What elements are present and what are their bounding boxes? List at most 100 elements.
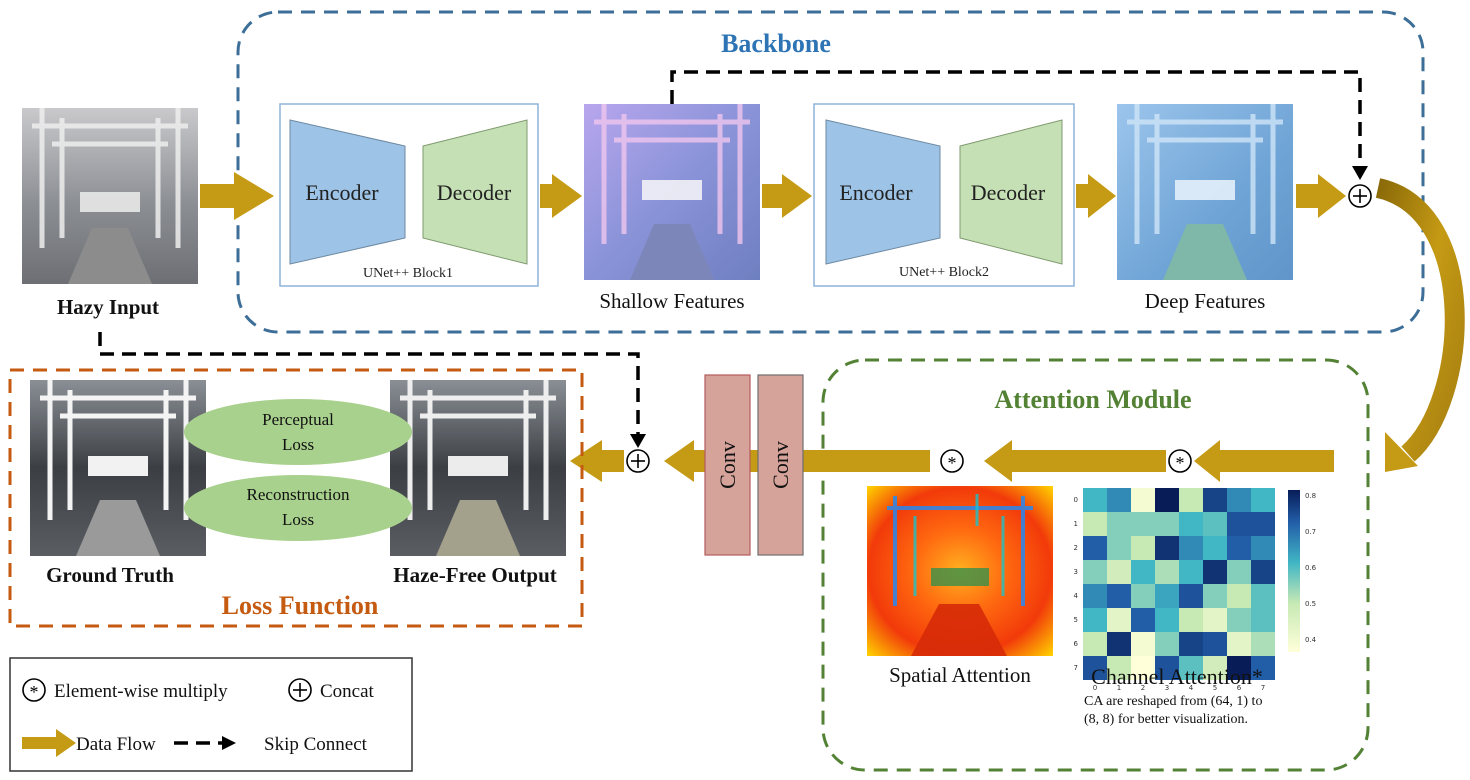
- channel-note-line1: CA are reshaped from (64, 1) to: [1084, 694, 1262, 709]
- legend-data-flow-arrow: [22, 729, 76, 757]
- heatmap-cell: [1227, 512, 1251, 536]
- block2-decoder: [959, 119, 1063, 265]
- hazy-input-image: [22, 108, 198, 284]
- perceptual-loss-line1: Perceptual: [262, 410, 334, 429]
- block1-encoder: [289, 119, 406, 265]
- multiply-symbol-2: *: [940, 449, 964, 473]
- skip-arrowhead-input: [630, 434, 646, 448]
- heatmap-cell: [1131, 656, 1155, 680]
- heatmap-x-tick: 0: [1093, 684, 1097, 692]
- hazy-input-label: Hazy Input: [57, 295, 159, 319]
- deep-features-label: Deep Features: [1145, 289, 1266, 313]
- block2-label: UNet++ Block2: [899, 265, 989, 280]
- legend-skip-arrowhead: [222, 736, 236, 750]
- heatmap-y-tick: 0: [1074, 496, 1078, 504]
- heatmap-cell: [1227, 584, 1251, 608]
- heatmap-y-tick: 1: [1074, 520, 1078, 528]
- legend-data-flow-label: Data Flow: [76, 734, 156, 755]
- colorbar-tick: 0.8: [1305, 492, 1316, 500]
- heatmap-cell: [1179, 488, 1203, 512]
- heatmap-cell: [1155, 488, 1179, 512]
- channel-note-line2: (8, 8) for better visualization.: [1084, 712, 1248, 727]
- skip-connection-backbone: [670, 70, 1362, 170]
- curved-flow-arrowhead: [1385, 432, 1418, 472]
- svg-text:*: *: [30, 682, 39, 702]
- conv-label-2: Conv: [768, 441, 793, 489]
- block1-label: UNet++ Block1: [363, 266, 453, 281]
- heatmap-cell: [1227, 488, 1251, 512]
- backbone-region: [236, 10, 1425, 334]
- reconstruction-loss-line1: Reconstruction: [247, 485, 350, 504]
- block2-encoder: [825, 119, 941, 265]
- haze-free-output-image: [390, 380, 566, 556]
- heatmap-y-tick: 5: [1074, 616, 1078, 624]
- heatmap-cell: [1203, 512, 1227, 536]
- heatmap-cell: [1179, 656, 1203, 680]
- heatmap-cell: [1179, 560, 1203, 584]
- heatmap-cell: [1227, 608, 1251, 632]
- heatmap-cell: [1179, 608, 1203, 632]
- heatmap-cell: [1179, 512, 1203, 536]
- heatmap-cell: [1179, 632, 1203, 656]
- heatmap-cell: [1227, 656, 1251, 680]
- heatmap-cell: [1227, 560, 1251, 584]
- attention-title: Attention Module: [994, 385, 1191, 414]
- heatmap-cell: [1131, 632, 1155, 656]
- heatmap-cell: [1203, 536, 1227, 560]
- data-flow-arrows: [200, 172, 1346, 220]
- heatmap-cell: [1179, 536, 1203, 560]
- spatial-attention-map: [867, 486, 1053, 656]
- heatmap-x-tick: 3: [1165, 684, 1169, 692]
- legend-multiply-icon: *: [22, 678, 46, 702]
- colorbar-tick: 0.7: [1305, 528, 1316, 536]
- heatmap-y-tick: 3: [1074, 568, 1078, 576]
- heatmap-cell: [1251, 488, 1275, 512]
- heatmap-cell: [1251, 560, 1275, 584]
- heatmap-cell: [1203, 560, 1227, 584]
- heatmap-cell: [1107, 584, 1131, 608]
- heatmap-colorbar: [1288, 490, 1300, 652]
- curved-flow-arrow: [1375, 178, 1465, 462]
- heatmap-cell: [1083, 536, 1107, 560]
- legend-concat-icon: [288, 678, 312, 702]
- heatmap-cell: [1131, 560, 1155, 584]
- heatmap-cell: [1155, 584, 1179, 608]
- heatmap-cell: [1083, 560, 1107, 584]
- heatmap-cell: [1203, 608, 1227, 632]
- legend-multiply-label: Element-wise multiply: [54, 681, 228, 702]
- loss-title: Loss Function: [222, 591, 379, 620]
- skip-connection-input: [98, 332, 640, 438]
- ground-truth-image: [30, 380, 206, 556]
- heatmap-cell: [1131, 608, 1155, 632]
- heatmap-x-tick: 5: [1213, 684, 1217, 692]
- heatmap-y-tick: 7: [1074, 664, 1078, 672]
- shallow-features-label: Shallow Features: [599, 289, 744, 313]
- legend-skip-label: Skip Connect: [264, 734, 368, 755]
- heatmap-cell: [1251, 656, 1275, 680]
- legend-box: [9, 657, 413, 772]
- heatmap-cell: [1107, 536, 1131, 560]
- heatmap-x-tick: 1: [1117, 684, 1121, 692]
- perceptual-loss-line2: Loss: [282, 435, 314, 454]
- colorbar-tick: 0.5: [1305, 600, 1316, 608]
- heatmap-cell: [1251, 512, 1275, 536]
- block2-decoder-label: Decoder: [971, 180, 1046, 205]
- heatmap-cell: [1203, 584, 1227, 608]
- heatmap-y-tick: 6: [1074, 640, 1079, 648]
- block2-encoder-label: Encoder: [839, 180, 913, 205]
- concat-symbol-backbone: [1348, 184, 1372, 208]
- heatmap-cell: [1155, 512, 1179, 536]
- heatmap-cell: [1107, 512, 1131, 536]
- heatmap-cell: [1203, 632, 1227, 656]
- heatmap-cell: [1155, 632, 1179, 656]
- spatial-attention-label: Spatial Attention: [889, 663, 1031, 687]
- heatmap-x-tick: 6: [1237, 684, 1242, 692]
- conv-label-1: Conv: [715, 441, 740, 489]
- perceptual-loss-ellipse: [184, 399, 412, 465]
- heatmap-cell: [1107, 608, 1131, 632]
- multiply-symbol-1: *: [1168, 449, 1192, 473]
- block1-decoder: [422, 119, 528, 265]
- heatmap-cell: [1131, 536, 1155, 560]
